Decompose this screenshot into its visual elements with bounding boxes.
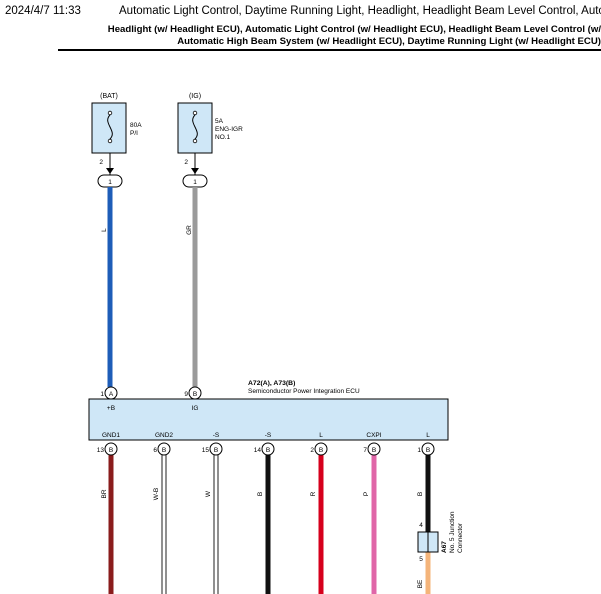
- ecu-input-2-pin: 9: [184, 391, 188, 398]
- ecu-output-2-label: GND2: [155, 432, 173, 439]
- ecu-output-3-connector: [209, 442, 223, 456]
- subtitle-line-2: Automatic High Beam System (w/ Headlight…: [177, 36, 601, 47]
- fuse-2-terminal-bottom: [192, 138, 198, 144]
- ecu-box: [88, 398, 449, 441]
- ecu-output-6-pin: 7: [363, 447, 367, 454]
- ecu-output-6-connector: [367, 442, 381, 456]
- fuse-1-out-pin: 2: [99, 159, 103, 166]
- ecu-output-5-conn: B: [319, 447, 323, 454]
- ecu-input-1-conn: A: [109, 391, 114, 398]
- ecu-output-3-pin: 15: [202, 447, 210, 454]
- fuse-2-name-2: NO.1: [215, 134, 231, 141]
- ecu-input-2-conn: B: [193, 391, 197, 398]
- wire-be-label: BE: [417, 579, 424, 588]
- ecu-output-4-conn: B: [266, 447, 270, 454]
- ecu-output-2-conn: B: [162, 447, 166, 454]
- ecu-output-6-label: CXPI: [366, 432, 381, 439]
- document-header: 2024/4/7 11:33 Automatic Light Control, …: [5, 5, 601, 21]
- fuse-1-terminal-bottom: [107, 138, 113, 144]
- wire-br-label: BR: [101, 489, 108, 498]
- fuse-1-connector-pin: 1: [108, 179, 112, 186]
- ecu-name: Semiconductor Power Integration ECU: [248, 388, 360, 395]
- ecu-output-4-connector: [261, 442, 275, 456]
- junction-name-1: No. 5 Junction: [449, 511, 456, 553]
- ecu-output-2-pin: 6: [153, 447, 157, 454]
- wire-r-label: R: [310, 491, 317, 496]
- ecu-output-3-label: -S: [213, 432, 220, 439]
- fuse-1-name: P/I: [130, 130, 138, 137]
- fuse-1-rating: 80A: [130, 122, 142, 129]
- junction-name-2: Connector: [457, 522, 464, 553]
- fuse-2-name: ENG-IGR: [215, 126, 243, 133]
- ecu-output-1-label: GND1: [102, 432, 120, 439]
- ecu-output-5-pin: 2: [310, 447, 314, 454]
- document-title: Automatic Light Control, Daytime Running…: [119, 5, 601, 17]
- junction-pin-bottom: 5: [419, 556, 423, 563]
- diagram-subtitle: Headlight (w/ Headlight ECU), Automatic …: [41, 24, 601, 48]
- ecu-output-3-conn: B: [214, 447, 218, 454]
- ecu-output-1-conn: B: [109, 447, 113, 454]
- subtitle-line-1: Headlight (w/ Headlight ECU), Automatic …: [107, 24, 601, 35]
- fuse-1-arrow-icon: [106, 168, 114, 174]
- ecu-connector-ids: A72(A), A73(B): [248, 380, 295, 387]
- ecu-output-7-label: L: [426, 432, 430, 439]
- wire-b-label-2: B: [417, 492, 424, 496]
- ecu-input-1-pin: 1: [100, 391, 104, 398]
- ecu-output-5-label: L: [319, 432, 323, 439]
- fuse-1-element-icon: [107, 114, 113, 140]
- ecu-output-1-connector: [104, 442, 118, 456]
- fuse-1-terminal-top: [107, 110, 113, 116]
- wire-wb-output: [161, 455, 167, 594]
- ecu-output-1-pin: 13: [97, 447, 105, 454]
- ecu-output-4-pin: 14: [254, 447, 262, 454]
- wire-p-label: P: [363, 492, 370, 496]
- ecu-output-7-pin: 1: [417, 447, 421, 454]
- print-datetime: 2024/4/7 11:33: [5, 5, 81, 17]
- junction-id: A67: [441, 541, 448, 553]
- fuse-1-box: [91, 102, 127, 154]
- wire-l-label: L: [101, 228, 108, 232]
- ecu-output-7-connector: [421, 442, 435, 456]
- fuse-2-element-icon: [192, 114, 198, 140]
- ecu-output-5-connector: [314, 442, 328, 456]
- fuse-2-arrow-icon: [191, 168, 199, 174]
- fuse-2-connector-pin: 1: [193, 179, 197, 186]
- ecu-input-1-label: +B: [107, 405, 115, 412]
- header-rule: [58, 49, 601, 51]
- wire-w-label: W: [205, 490, 212, 497]
- ecu-output-6-conn: B: [372, 447, 376, 454]
- wire-w-output: [213, 455, 219, 594]
- wire-wb-label: W-B: [153, 488, 160, 501]
- ecu-output-7-conn: B: [426, 447, 430, 454]
- wire-gr-label: GR: [186, 225, 193, 235]
- fuse-2-source: (IG): [189, 93, 201, 100]
- wire-b-label-1: B: [257, 492, 264, 496]
- fuse-2-out-pin: 2: [184, 159, 188, 166]
- fuse-2-rating: 5A: [215, 118, 224, 125]
- fuse-2-terminal-top: [192, 110, 198, 116]
- junction-pin-top: 4: [419, 522, 423, 529]
- ecu-output-4-label: -S: [265, 432, 272, 439]
- fuse-1-source: (BAT): [100, 93, 118, 100]
- ecu-output-2-connector: [157, 442, 171, 456]
- ecu-input-2-label: IG: [192, 405, 199, 412]
